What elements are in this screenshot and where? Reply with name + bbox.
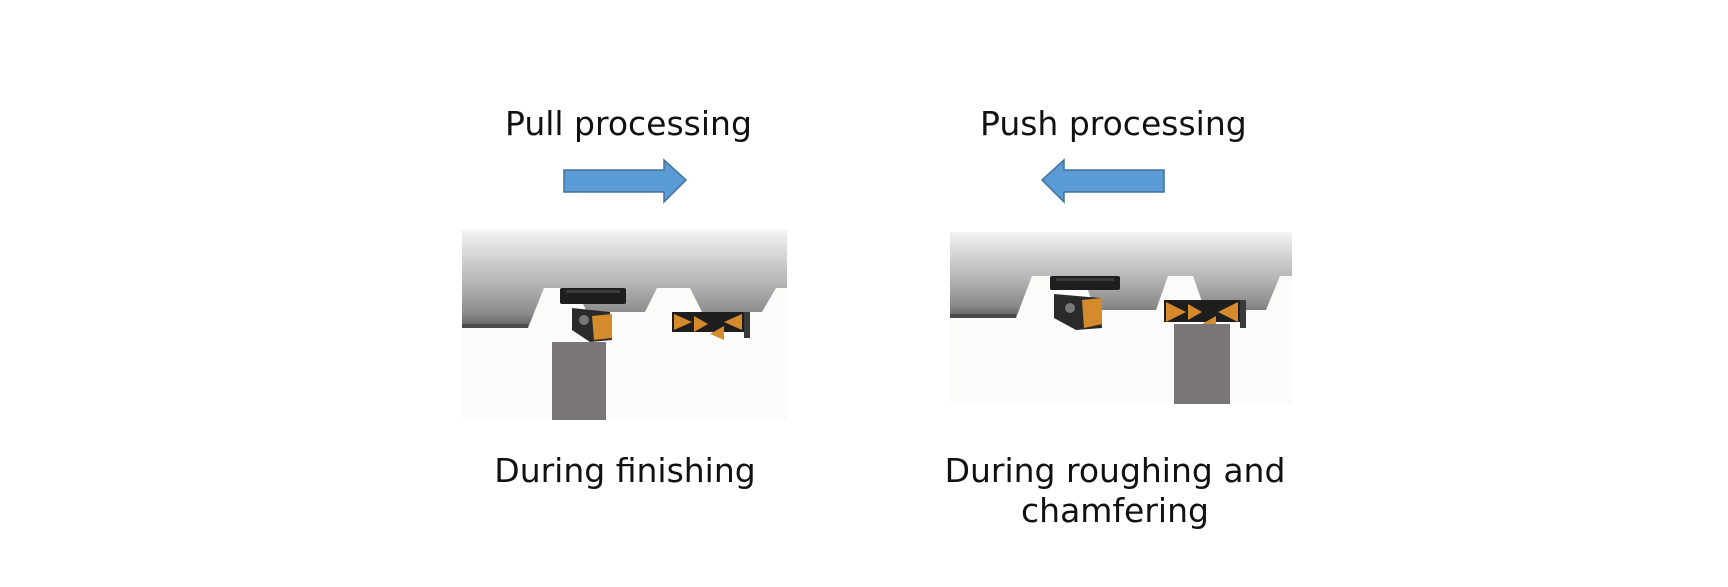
- pull-processing-illustration: [462, 230, 787, 420]
- push-processing-caption: During roughing and chamfering: [940, 451, 1290, 531]
- pull-processing-title: Pull processing: [505, 104, 752, 143]
- left-arrow-icon: [1040, 158, 1166, 206]
- pull-processing-caption: During finishing: [494, 451, 756, 490]
- right-arrow-icon: [562, 158, 688, 206]
- push-processing-caption-line2: chamfering: [1021, 491, 1209, 530]
- push-processing-title: Push processing: [980, 104, 1247, 143]
- push-processing-caption-line1: During roughing and: [944, 451, 1286, 490]
- push-processing-illustration: [950, 232, 1292, 404]
- workpiece: [462, 230, 787, 328]
- workpiece: [950, 232, 1292, 318]
